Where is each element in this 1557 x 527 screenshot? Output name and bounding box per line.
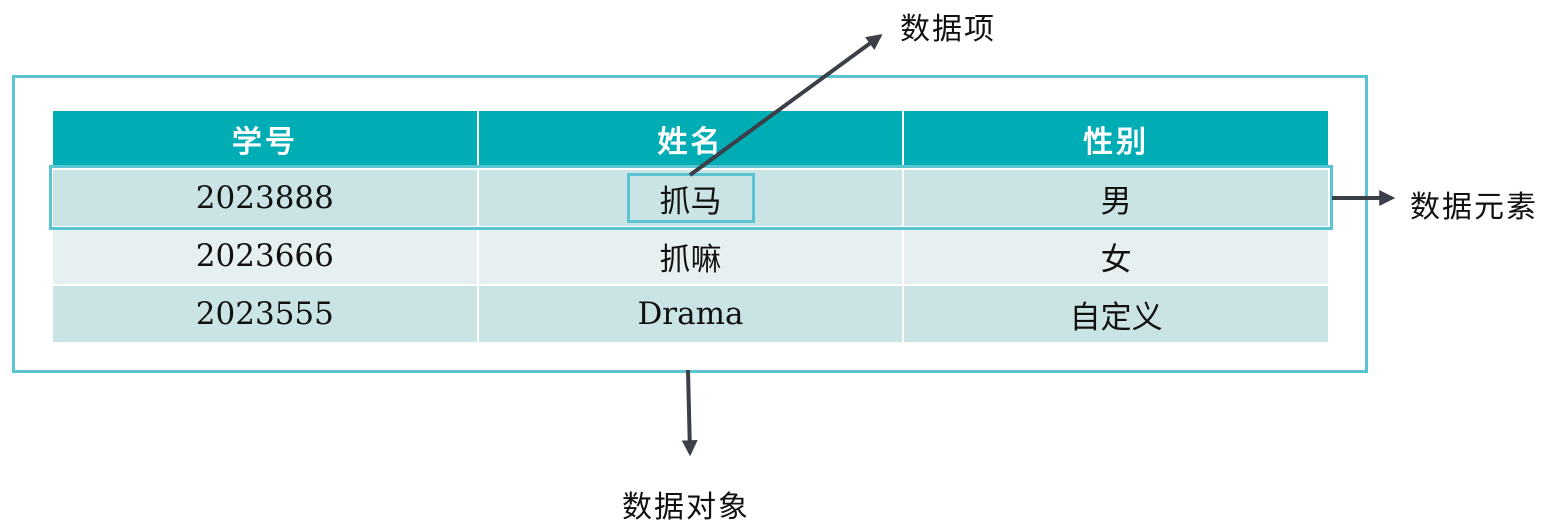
cell-name: Drama (476, 285, 905, 344)
table-header-row: 学号 姓名 性别 (51, 111, 1330, 170)
cell-name: 抓嘛 (476, 227, 905, 286)
cell-gender: 自定义 (902, 285, 1330, 344)
label-data-element: 数据元素 (1410, 190, 1538, 225)
header-gender: 性别 (902, 111, 1330, 170)
cell-gender: 男 (902, 168, 1330, 228)
arrow-to-data-object (681, 369, 698, 457)
table-row: 2023666 抓嘛 女 (51, 227, 1330, 286)
label-data-object: 数据对象 (622, 490, 750, 525)
data-item-highlight (627, 173, 755, 223)
label-data-item: 数据项 (900, 12, 996, 47)
table-row: 2023555 Drama 自定义 (51, 285, 1330, 344)
header-name: 姓名 (476, 111, 905, 170)
cell-gender: 女 (902, 227, 1330, 286)
cell-student-id: 2023666 (51, 227, 479, 286)
cell-student-id: 2023888 (51, 168, 479, 228)
cell-name: 抓马 (476, 168, 905, 228)
cell-student-id: 2023555 (51, 285, 479, 344)
header-student-id: 学号 (51, 111, 479, 170)
table-row: 2023888 抓马 男 (51, 168, 1330, 228)
